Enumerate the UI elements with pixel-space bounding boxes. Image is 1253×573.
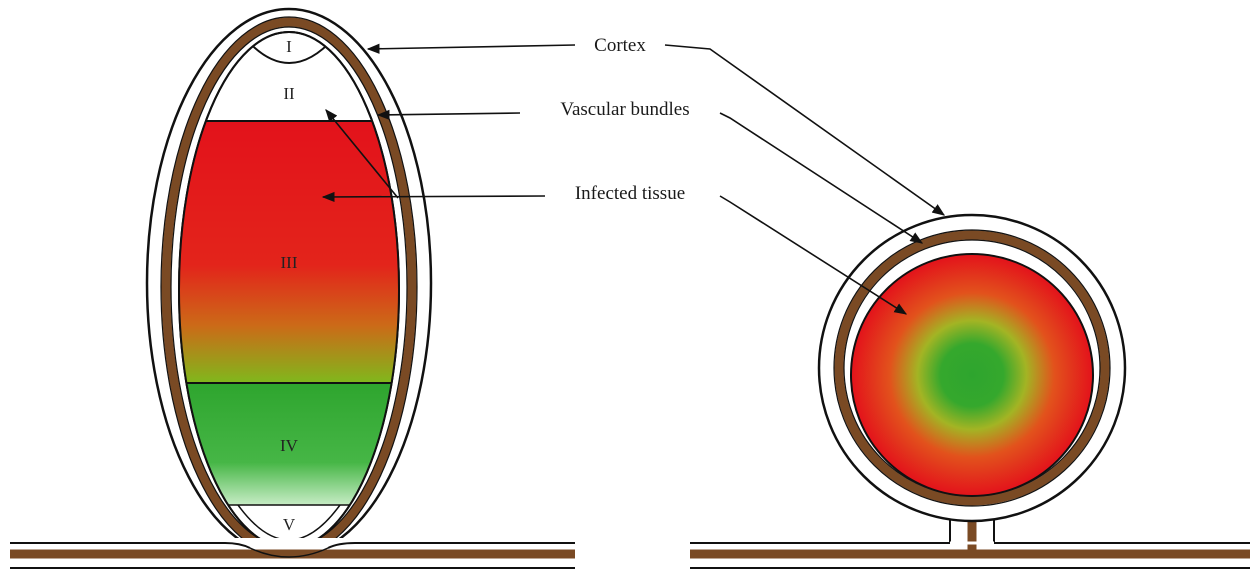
- arrow-cortex-left: [368, 45, 575, 49]
- zone-label-iv: IV: [280, 436, 299, 455]
- label-cortex: Cortex: [594, 35, 646, 56]
- zone-iii-region: [170, 121, 410, 383]
- infected-core-circle: [851, 254, 1093, 496]
- label-vascular-bundles: Vascular bundles: [560, 99, 689, 120]
- zone-label-ii: II: [283, 84, 295, 103]
- zone-label-iii: III: [281, 253, 298, 272]
- arrow-infected-left: [323, 196, 545, 197]
- zone-label-v: V: [283, 515, 296, 534]
- arrow-cortex-right: [665, 45, 944, 215]
- label-infected-tissue: Infected tissue: [575, 183, 685, 204]
- cross-section: [690, 215, 1250, 568]
- zone-label-i: I: [286, 37, 292, 56]
- longitudinal-section: I II III IV V: [10, 9, 575, 573]
